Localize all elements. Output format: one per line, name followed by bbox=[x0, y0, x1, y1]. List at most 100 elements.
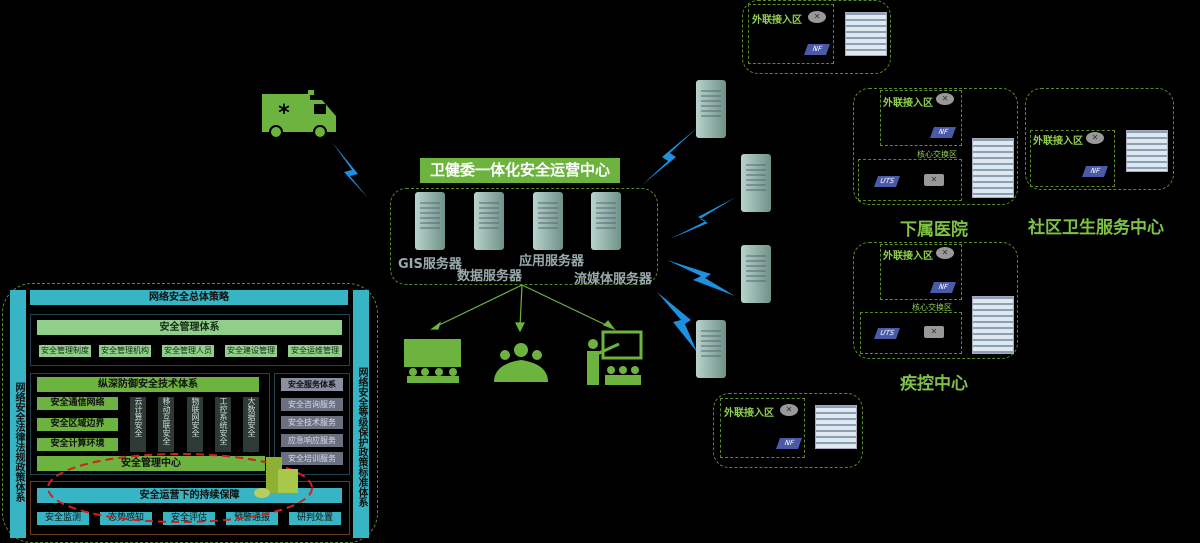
service-item: 安全培训服务 bbox=[281, 452, 343, 465]
mgmt-item: 安全运维管理 bbox=[288, 345, 342, 357]
server-label: 数据服务器 bbox=[457, 269, 523, 284]
tech-column: 移动互联安全 bbox=[158, 397, 174, 452]
wireless-bolt-icon bbox=[657, 292, 697, 352]
classified-protection-system: 网络安全等级保护政策标准体系 bbox=[353, 290, 369, 538]
center-title: 卫健委一体化安全运营中心 bbox=[420, 158, 620, 183]
meeting-room-icon bbox=[404, 339, 461, 383]
highlight-ellipse bbox=[47, 453, 313, 523]
core-zone bbox=[860, 312, 962, 354]
mgmt-item: 安全管理机构 bbox=[99, 345, 151, 357]
switch-icon: ✕ bbox=[924, 174, 944, 186]
firewall-icon: NF bbox=[1081, 166, 1109, 177]
tech-item: 安全区域边界 bbox=[37, 418, 118, 431]
service-item: 应急响应服务 bbox=[281, 434, 343, 447]
data-server-icon bbox=[474, 192, 504, 250]
media-server-icon bbox=[591, 192, 621, 250]
site-box bbox=[713, 393, 863, 468]
firewall-icon: NF bbox=[803, 44, 831, 55]
wireless-bolt-icon bbox=[670, 197, 736, 239]
community-label: 社区卫生服务中心 bbox=[1028, 218, 1164, 238]
management-system-box bbox=[30, 314, 350, 366]
cdc-label: 疾控中心 bbox=[900, 374, 968, 394]
access-zone bbox=[1030, 130, 1115, 187]
access-zone bbox=[720, 398, 805, 458]
uts-icon: UTS bbox=[873, 176, 901, 187]
tech-item: 安全通信网络 bbox=[37, 397, 118, 410]
server-icon bbox=[741, 245, 771, 303]
firewall-icon: NF bbox=[929, 282, 957, 293]
mgmt-item: 安全管理人员 bbox=[162, 345, 214, 357]
server-label: 应用服务器 bbox=[519, 254, 585, 269]
access-zone bbox=[880, 90, 962, 146]
ambulance-icon: * bbox=[262, 90, 336, 138]
building-icon bbox=[1126, 130, 1168, 172]
server-icon bbox=[696, 320, 726, 378]
service-system-title: 安全服务体系 bbox=[281, 378, 343, 391]
tech-column: 工控系统安全 bbox=[215, 397, 231, 452]
overall-strategy: 网络安全总体策略 bbox=[30, 290, 348, 305]
uts-icon: UTS bbox=[873, 328, 901, 339]
tech-system-box bbox=[30, 373, 270, 475]
server-icon bbox=[741, 154, 771, 212]
access-zone-label: 外联接入区 bbox=[724, 408, 774, 419]
access-zone-label: 外联接入区 bbox=[752, 15, 802, 26]
distribution-arrows bbox=[430, 284, 616, 333]
router-icon: ✕ bbox=[936, 93, 954, 105]
core-zone-label: 核心交换区 bbox=[917, 150, 957, 159]
ops-item: 安全监测 bbox=[37, 512, 89, 525]
ops-item: 预警通报 bbox=[226, 512, 278, 525]
ops-box bbox=[30, 481, 350, 535]
access-zone bbox=[880, 244, 962, 300]
service-system-box bbox=[274, 373, 350, 475]
core-zone bbox=[858, 159, 962, 201]
cdc-box bbox=[853, 242, 1018, 359]
svg-text:*: * bbox=[278, 101, 290, 126]
ops-item: 研判处置 bbox=[289, 512, 341, 525]
management-center: 安全管理中心 bbox=[37, 456, 265, 471]
app-server-icon bbox=[533, 192, 563, 250]
service-item: 安全技术服务 bbox=[281, 416, 343, 429]
mgmt-item: 安全管理制度 bbox=[39, 345, 91, 357]
access-zone-label: 外联接入区 bbox=[883, 251, 933, 262]
router-icon: ✕ bbox=[808, 11, 826, 23]
site-box bbox=[742, 0, 891, 74]
service-item: 安全咨询服务 bbox=[281, 398, 343, 411]
group-icon bbox=[494, 343, 548, 382]
wireless-bolt-icon bbox=[642, 127, 698, 185]
building-icon bbox=[972, 138, 1014, 198]
router-icon: ✕ bbox=[936, 247, 954, 259]
tech-column: 大数据安全 bbox=[243, 397, 259, 452]
training-icon bbox=[587, 330, 643, 385]
management-system-title: 安全管理体系 bbox=[37, 320, 342, 335]
server-label: GIS服务器 bbox=[398, 257, 462, 272]
router-icon: ✕ bbox=[1086, 132, 1104, 144]
building-icon bbox=[845, 12, 887, 56]
server-icon bbox=[696, 80, 726, 138]
hospital-label: 下属医院 bbox=[900, 220, 968, 240]
community-box bbox=[1025, 88, 1174, 190]
tech-system-title: 纵深防御安全技术体系 bbox=[37, 377, 259, 392]
server-label: 流媒体服务器 bbox=[574, 272, 653, 287]
center-server-group bbox=[390, 188, 658, 285]
tech-column: 物联网安全 bbox=[187, 397, 203, 452]
firewall-icon: NF bbox=[775, 438, 803, 449]
core-zone-label: 核心交换区 bbox=[912, 303, 952, 312]
gis-server-icon bbox=[415, 192, 445, 250]
access-zone-label: 外联接入区 bbox=[1033, 136, 1083, 147]
wireless-bolt-icon bbox=[667, 260, 735, 296]
switch-icon: ✕ bbox=[924, 326, 944, 338]
access-zone bbox=[748, 4, 834, 64]
router-icon: ✕ bbox=[780, 404, 798, 416]
building-icon bbox=[815, 405, 857, 449]
computer-icon bbox=[254, 457, 298, 498]
building-icon bbox=[972, 296, 1014, 354]
wireless-bolt-icon bbox=[332, 142, 368, 198]
firewall-icon: NF bbox=[929, 127, 957, 138]
tech-item: 安全计算环境 bbox=[37, 438, 118, 451]
access-zone-label: 外联接入区 bbox=[883, 98, 933, 109]
mgmt-item: 安全建设管理 bbox=[225, 345, 277, 357]
hospital-box bbox=[853, 88, 1018, 205]
tech-column: 云计算安全 bbox=[130, 397, 146, 452]
legal-policy-system: 网络安全法律法规政策体系 bbox=[10, 290, 26, 538]
